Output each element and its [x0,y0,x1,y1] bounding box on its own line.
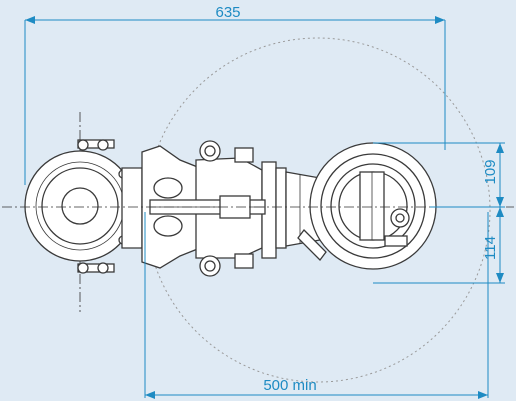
overall-length-label: 635 [215,4,240,21]
height-below-label: 114 [482,236,499,260]
inlet-flange [24,139,136,274]
min-reach-label: 500 min [263,377,316,394]
min-reach-dimension [144,212,489,399]
valve-body [195,140,287,277]
height-dimensions [373,142,505,284]
actuator-head [297,142,437,270]
overall-length-dimension [24,16,446,185]
height-above-label: 109 [482,159,499,184]
